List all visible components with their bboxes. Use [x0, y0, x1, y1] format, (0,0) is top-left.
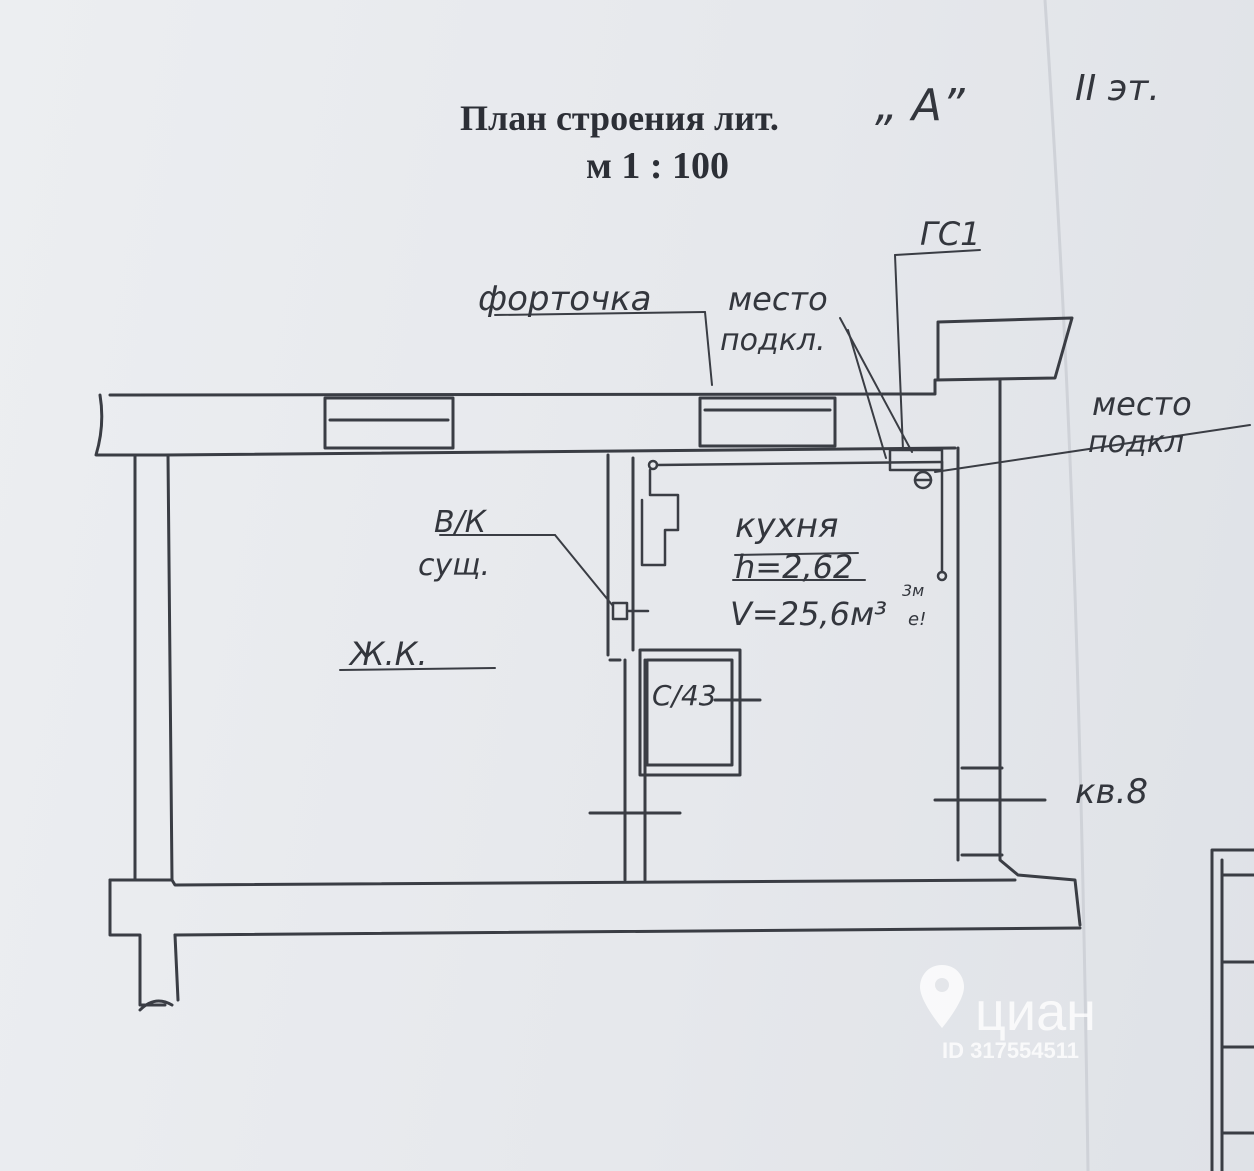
gas-pipe [611, 448, 948, 621]
scale-label: м 1 : 100 [586, 145, 729, 187]
label-mesto-right: место [1092, 385, 1192, 423]
pin-icon [920, 965, 964, 1028]
label-apartment: кв.8 [1075, 772, 1148, 812]
interior-partitions [588, 453, 1047, 882]
label-mesto-top: место [728, 280, 828, 318]
label-kitchen-height: h=2,62 [735, 548, 853, 586]
label-living-room: Ж.К. [348, 635, 428, 673]
watermark: циан ID 317554511 [920, 965, 1096, 1063]
pin-hole [935, 978, 949, 992]
label-podkl-top: подкл. [720, 323, 826, 358]
label-vk: В/К [434, 505, 488, 540]
label-small-note-1: 3м [902, 581, 924, 600]
label-gas-meter: ГС1 [920, 215, 981, 253]
floor-label: II эт. [1075, 68, 1160, 109]
paper-fold [1043, 0, 1090, 1171]
side-table [1210, 848, 1254, 1171]
watermark-brand: циан [975, 982, 1096, 1042]
label-fortochka: форточка [478, 279, 652, 319]
label-podkl-right: подкл [1088, 425, 1184, 460]
label-small-note-2: е! [908, 609, 926, 630]
title-mark: „ А” [875, 80, 966, 131]
watermark-id: ID 317554511 [942, 1038, 1079, 1063]
label-vk-existing: сущ. [418, 548, 490, 583]
label-bathroom: С/43 [652, 679, 717, 712]
label-kitchen: кухня [735, 506, 838, 546]
plan-title: План строения лит. [460, 98, 779, 138]
windows [323, 396, 837, 450]
label-kitchen-volume: V=25,6м³ [730, 595, 887, 633]
leader-lines [339, 249, 1251, 671]
outer-walls [94, 316, 1082, 1012]
